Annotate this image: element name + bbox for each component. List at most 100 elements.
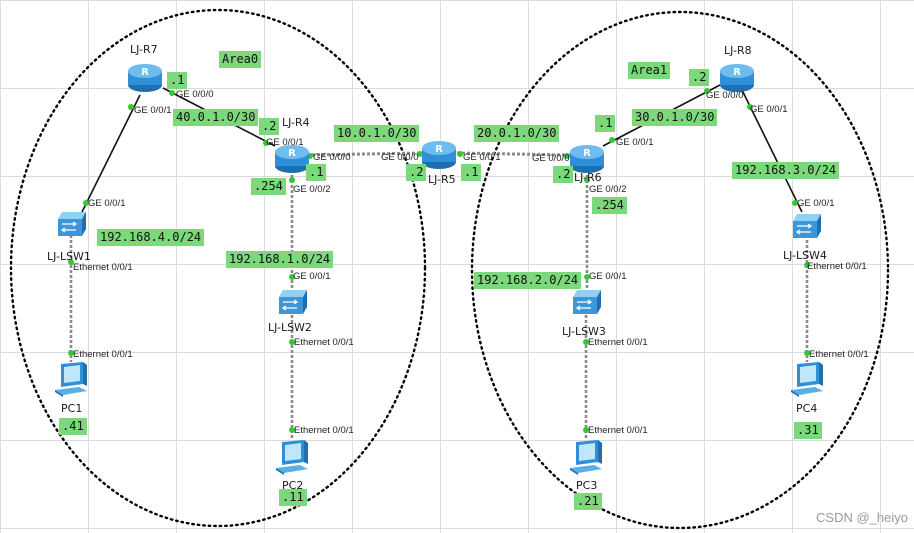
router-icon: R — [720, 64, 754, 92]
port-r8-ge001: GE 0/0/1 — [750, 104, 788, 115]
label-lsw1: LJ-LSW1 — [47, 250, 91, 263]
octet-pc3: .21 — [574, 493, 602, 510]
port-r6-ge002: GE 0/0/2 — [589, 184, 627, 195]
port-lsw4-ge001: GE 0/0/1 — [797, 198, 835, 209]
label-lsw2: LJ-LSW2 — [268, 321, 312, 334]
pc-pc2[interactable] — [274, 438, 310, 476]
label-r8: LJ-R8 — [724, 44, 752, 57]
svg-text:R: R — [141, 67, 149, 78]
pc-icon — [55, 362, 87, 397]
switch-icon — [573, 290, 601, 314]
label-pc1: PC1 — [61, 402, 83, 415]
octet-r4-to-r5: .1 — [306, 164, 327, 181]
octet-pc2: .11 — [279, 489, 307, 506]
label-r4: LJ-R4 — [282, 116, 310, 129]
port-lsw2-ge001: GE 0/0/1 — [293, 271, 331, 282]
area-label-area0: Area0 — [219, 51, 262, 68]
router-icon: R — [422, 141, 456, 169]
link-r5-r6 — [456, 151, 571, 157]
switch-icon — [58, 212, 86, 236]
subnet-lan1: 192.168.4.0/24 — [97, 229, 205, 246]
subnet-lan4: 192.168.3.0/24 — [732, 162, 840, 179]
switch-lsw4[interactable] — [791, 212, 823, 240]
router-r4[interactable]: R — [273, 139, 311, 175]
switch-icon — [279, 290, 307, 314]
octet-r6-lan: .254 — [592, 197, 627, 214]
port-lsw4-eth001: Ethernet 0/0/1 — [807, 261, 867, 272]
router-icon: R — [128, 64, 162, 92]
switch-lsw3[interactable] — [571, 288, 603, 316]
octet-r4-to-r7: .2 — [259, 118, 280, 135]
area1-boundary — [470, 10, 890, 530]
svg-text:R: R — [288, 148, 296, 159]
port-r4-ge000: GE 0/0/0 — [313, 152, 351, 163]
router-r8[interactable]: R — [718, 58, 756, 94]
pc-pc4[interactable] — [789, 360, 825, 398]
port-pc3-eth001: Ethernet 0/0/1 — [588, 425, 648, 436]
port-r4-ge001: GE 0/0/1 — [266, 137, 304, 148]
label-pc2: PC2 — [282, 479, 304, 492]
port-r5-ge000: GE 0/0/0 — [381, 152, 419, 163]
port-pc1-eth001: Ethernet 0/0/1 — [73, 349, 133, 360]
router-r7[interactable]: R — [126, 58, 164, 94]
port-r7-ge000: GE 0/0/0 — [176, 89, 214, 100]
subnet-r4-r5: 10.0.1.0/30 — [334, 125, 420, 142]
port-r4-ge002: GE 0/0/2 — [293, 184, 331, 195]
port-dots — [68, 88, 810, 433]
port-pc2-eth001: Ethernet 0/0/1 — [294, 425, 354, 436]
router-icon: R — [275, 145, 309, 173]
subnet-r6-r8: 30.0.1.0/30 — [632, 109, 718, 126]
octet-r8-to-r6: .2 — [689, 69, 710, 86]
pc-icon — [791, 362, 823, 397]
label-r5: LJ-R5 — [428, 173, 456, 186]
port-r6-ge000: GE 0/0/0 — [532, 153, 570, 164]
switch-icon — [793, 214, 821, 238]
pc-pc3[interactable] — [568, 438, 604, 476]
port-r7-ge001: GE 0/0/1 — [134, 105, 172, 116]
port-lsw1-ge001: GE 0/0/1 — [88, 198, 126, 209]
octet-r6-to-r5: .2 — [553, 166, 574, 183]
label-pc4: PC4 — [796, 402, 818, 415]
octet-pc4: .31 — [794, 422, 822, 439]
label-pc3: PC3 — [576, 479, 598, 492]
port-r6-ge001: GE 0/0/1 — [616, 137, 654, 148]
label-r7: LJ-R7 — [130, 43, 158, 56]
label-r6: LJ-R6 — [574, 171, 602, 184]
router-icon: R — [570, 145, 604, 173]
label-lsw4: LJ-LSW4 — [783, 249, 827, 262]
octet-r5-to-r4: .2 — [406, 164, 427, 181]
svg-text:R: R — [733, 67, 741, 78]
port-r8-ge000: GE 0/0/0 — [706, 90, 744, 101]
svg-text:R: R — [435, 144, 443, 155]
port-lsw2-eth001: Ethernet 0/0/1 — [294, 337, 354, 348]
link-r8-lsw4 — [741, 89, 803, 213]
subnet-r7-r4: 40.0.1.0/30 — [173, 109, 259, 126]
port-lsw1-eth001: Ethernet 0/0/1 — [73, 262, 133, 273]
subnet-r5-r6: 20.0.1.0/30 — [474, 125, 560, 142]
port-lsw3-eth001: Ethernet 0/0/1 — [588, 337, 648, 348]
octet-r5-to-r6: .1 — [461, 164, 482, 181]
subnet-lan2: 192.168.1.0/24 — [226, 251, 334, 268]
link-r4-r5 — [306, 151, 424, 157]
port-r5-ge001: GE 0/0/1 — [463, 152, 501, 163]
link-r7-lsw1 — [81, 94, 141, 213]
octet-pc1: .41 — [59, 418, 87, 435]
pc-icon — [276, 440, 308, 475]
port-lsw3-ge001: GE 0/0/1 — [589, 271, 627, 282]
pc-icon — [570, 440, 602, 475]
router-r5[interactable]: R — [420, 135, 458, 171]
svg-text:R: R — [583, 148, 591, 159]
switch-lsw1[interactable] — [56, 210, 88, 238]
octet-r4-lan: .254 — [251, 178, 286, 195]
switch-lsw2[interactable] — [277, 288, 309, 316]
watermark: CSDN @_heiyo — [816, 510, 908, 525]
port-pc4-eth001: Ethernet 0/0/1 — [809, 349, 869, 360]
octet-r7-to-r4: .1 — [167, 72, 188, 89]
area0-boundary — [9, 8, 427, 528]
pc-pc1[interactable] — [53, 360, 89, 398]
octet-r6-to-r8: .1 — [595, 115, 616, 132]
label-lsw3: LJ-LSW3 — [562, 325, 606, 338]
area-label-area1: Area1 — [628, 62, 671, 79]
router-r6[interactable]: R — [568, 139, 606, 175]
